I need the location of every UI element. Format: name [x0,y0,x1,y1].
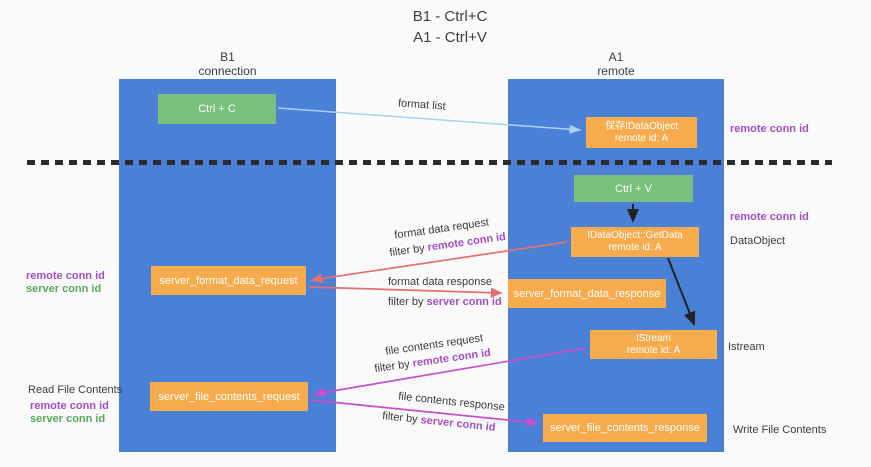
node-istream-line1: IStream [635,332,671,344]
label-file-contents-response: file contents response [397,390,506,414]
title-line-1: B1 - Ctrl+C [412,8,488,25]
filter-key-server-conn-id: server conn id [426,296,502,308]
label-format-list: format list [397,97,447,113]
node-save-dataobject-line1: 保存IDataObject [605,120,678,132]
node-save-dataobject-line2: remote id: A [614,132,669,144]
label-format-data-response: format data response [388,276,492,288]
node-save-dataobject: 保存IDataObject remote id: A [586,117,697,148]
diagram-title: B1 - Ctrl+C A1 - Ctrl+V [300,6,600,48]
node-server-file-contents-request: server_file_contents_request [150,382,308,411]
lane-header-b1: B1 connection [119,50,336,78]
annotation-left-server-conn-id-1: server conn id [26,283,102,295]
lane-a1-role: remote [597,64,635,78]
lane-a1-name: A1 [608,50,624,64]
lane-b1-role: connection [198,64,257,78]
node-idataobject-getdata: IDataObject::GetData remote id: A [571,227,699,257]
filter-prefix: filter by [373,357,414,376]
node-file-response-label: server_file_contents_response [550,422,700,434]
lane-header-a1: A1 remote [508,50,724,78]
node-server-format-data-request: server_format_data_request [151,266,306,295]
node-istream-line2: remote id: A [626,344,681,356]
node-server-format-data-response: server_format_data_response [508,279,666,308]
node-format-request-label: server_format_data_request [159,274,298,287]
annotation-left-server-conn-id-2: server conn id [30,413,106,425]
annotation-dataobject: DataObject [730,235,786,247]
title-line-2: A1 - Ctrl+V [413,29,487,46]
node-getdata-line2: remote id: A [608,242,662,253]
filter-key-server-conn-id: server conn id [419,414,497,434]
node-ctrl-v-label: Ctrl + V [615,182,652,195]
annotation-write-file-contents: Write File Contents [733,424,827,436]
dashed-divider-line [27,160,832,165]
lane-b1-name: B1 [220,50,235,64]
annotation-istream: Istream [728,341,765,353]
filter-prefix: filter by [381,410,422,427]
node-getdata-line1: IDataObject::GetData [587,230,683,241]
node-file-request-label: server_file_contents_request [158,390,300,403]
node-server-file-contents-response: server_file_contents_response [543,414,707,442]
node-ctrl-v: Ctrl + V [574,175,693,202]
annotation-left-remote-conn-id-1: remote conn id [26,270,105,282]
node-ctrl-c-label: Ctrl + C [198,103,236,115]
filter-prefix: filter by [388,296,427,308]
annotation-right-remote-conn-id-1: remote conn id [730,123,809,135]
label-filter-server-1: filter by server conn id [388,296,502,308]
annotation-left-remote-conn-id-2: remote conn id [30,400,109,412]
filter-prefix: filter by [388,241,429,260]
node-istream: IStream remote id: A [590,330,717,359]
label-filter-server-2: filter by server conn id [382,410,496,434]
annotation-right-remote-conn-id-2: remote conn id [730,211,809,223]
node-ctrl-c: Ctrl + C [158,94,276,124]
annotation-read-file-contents: Read File Contents [28,384,123,396]
node-format-response-label: server_format_data_response [513,287,661,300]
